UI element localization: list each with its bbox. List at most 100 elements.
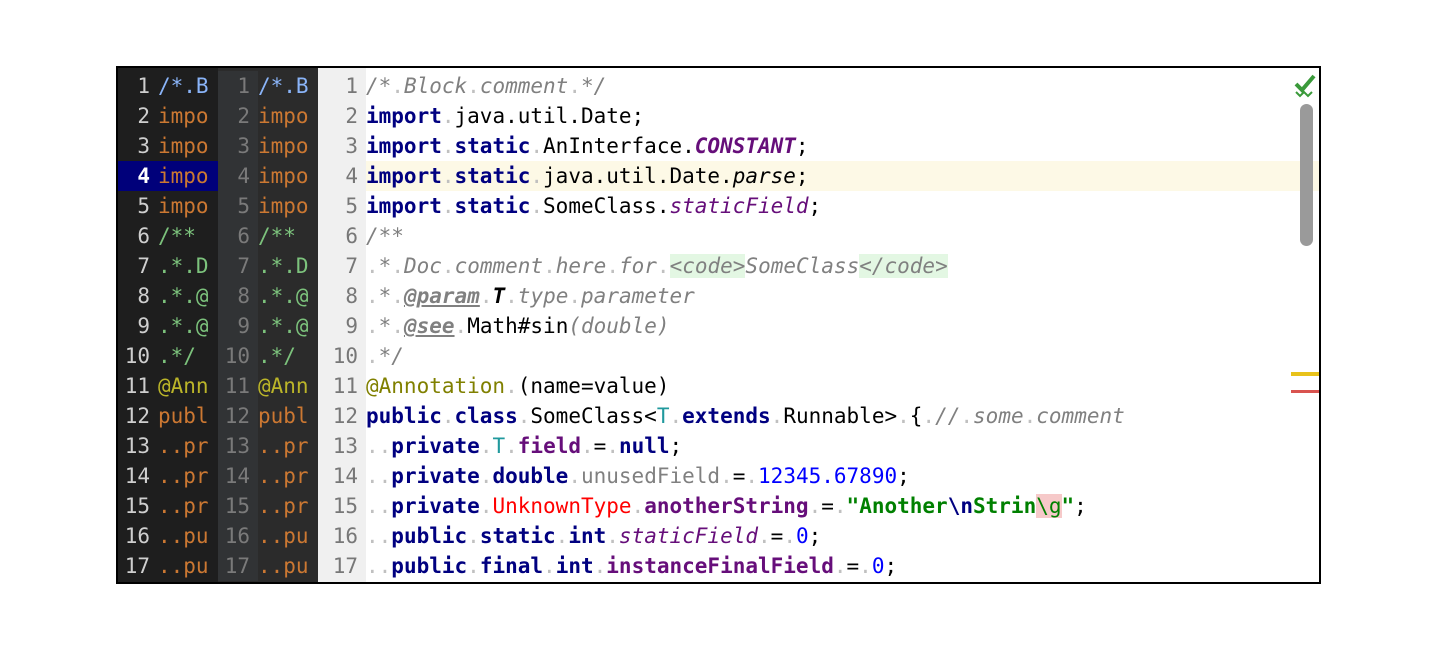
code-line: 13..pr (218, 431, 318, 461)
line-number: 7 (318, 251, 366, 281)
code-text: impo (258, 134, 309, 158)
code-text: /*.B (158, 74, 209, 98)
code-text: impo (158, 134, 209, 158)
code-text: publ (158, 404, 209, 428)
code-line: 13..private.T.field.=.null; (318, 431, 1319, 461)
code-text: ..pr (258, 434, 309, 458)
line-number: 1 (218, 71, 258, 101)
line-number: 12 (318, 401, 366, 431)
line-number: 7 (218, 251, 258, 281)
line-number: 5 (137, 194, 150, 218)
line-number: 8 (218, 281, 258, 311)
code-text: ..pr (258, 464, 309, 488)
code-line: 16..pu (118, 521, 218, 551)
line-number: 11 (124, 374, 150, 398)
code-text: impo (258, 104, 309, 128)
code-line: 15..pr (218, 491, 318, 521)
line-number: 13 (218, 431, 258, 461)
line-number: 8 (137, 284, 150, 308)
line-number: 14 (318, 461, 366, 491)
line-number: 15 (124, 494, 150, 518)
code-line: 6/** (218, 221, 318, 251)
line-number: 3 (318, 131, 366, 161)
code-line: 15 ..pr (118, 491, 218, 521)
code-text: publ (258, 404, 309, 428)
line-number: 1 (137, 74, 150, 98)
warning-marker[interactable] (1291, 372, 1319, 376)
code-line: 1 /*.B (118, 71, 218, 101)
code-line: 9.*.@ (218, 311, 318, 341)
code-line: 14..pr (118, 461, 218, 491)
line-number: 9 (218, 311, 258, 341)
code-line: 6/** (318, 221, 1319, 251)
code-line: 11 @Ann (118, 371, 218, 401)
code-line: 14..pr (218, 461, 318, 491)
code-text: @Ann (158, 374, 209, 398)
line-number: 6 (318, 221, 366, 251)
line-number: 14 (124, 464, 150, 488)
code-line: 8.*.@ (118, 281, 218, 311)
line-number: 2 (318, 101, 366, 131)
code-text: .*.@ (258, 314, 309, 338)
code-text: impo (158, 104, 209, 128)
line-number: 3 (218, 131, 258, 161)
code-text: .*.@ (158, 314, 209, 338)
error-marker[interactable] (1291, 390, 1319, 393)
code-line: 2 impo (118, 101, 218, 131)
line-number: 16 (124, 524, 150, 548)
code-line: 16..pu (218, 521, 318, 551)
line-number: 13 (318, 431, 366, 461)
line-number: 4 (318, 161, 366, 191)
code-line: 16..public.static.int.staticField.=.0; (318, 521, 1319, 551)
code-line: 8.*.@param.T.type.parameter (318, 281, 1319, 311)
vertical-scrollbar[interactable] (1300, 104, 1313, 246)
line-number: 1 (318, 71, 366, 101)
code-line: 17..public.final.int.instanceFinalField.… (318, 551, 1319, 581)
line-number: 16 (218, 521, 258, 551)
code-line: 11@Ann (218, 371, 318, 401)
line-number: 10 (218, 341, 258, 371)
line-number: 16 (318, 521, 366, 551)
line-number: 11 (218, 371, 258, 401)
code-line: 10.*/ (118, 341, 218, 371)
line-number: 4 (218, 161, 258, 191)
line-number: 12 (124, 404, 150, 428)
code-text: .*/ (158, 344, 196, 368)
code-line: 1/*.Block.comment.*/ (318, 71, 1319, 101)
line-number: 5 (218, 191, 258, 221)
code-line: 1/*.B (218, 71, 318, 101)
check-icon[interactable] (1293, 72, 1317, 98)
code-line: 17..pu (118, 551, 218, 581)
code-text: impo (258, 164, 309, 188)
line-number: 4 (137, 164, 150, 188)
line-number: 7 (137, 254, 150, 278)
line-number: 8 (318, 281, 366, 311)
code-text: ..pu (258, 554, 309, 578)
code-line: 9.*.@see.Math#sin(double) (318, 311, 1319, 341)
code-line: 13..pr (118, 431, 218, 461)
code-text: ..pu (258, 524, 309, 548)
line-number: 12 (218, 401, 258, 431)
code-text: ..pr (158, 494, 209, 518)
code-line: 7.*.Doc.comment.here.for.<code>SomeClass… (318, 251, 1319, 281)
line-number: 14 (218, 461, 258, 491)
line-number: 11 (318, 371, 366, 401)
code-text: /*.B (258, 74, 309, 98)
line-number: 2 (137, 104, 150, 128)
